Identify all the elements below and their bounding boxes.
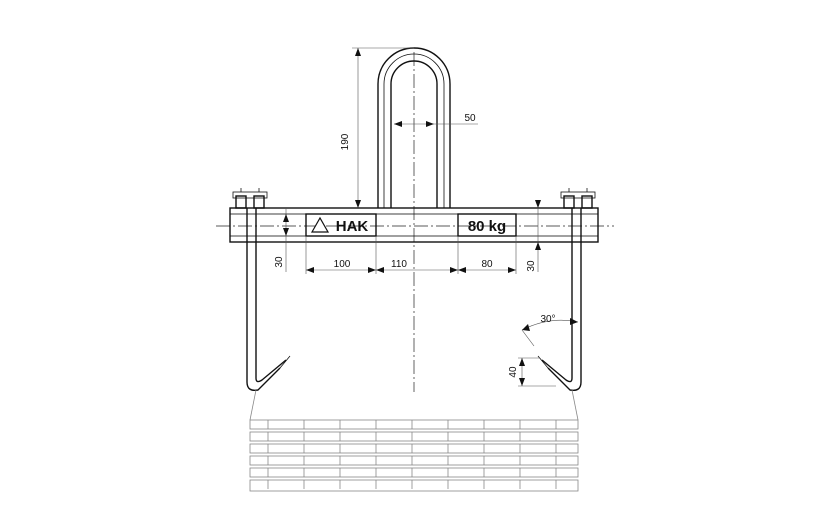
dim-left-offset-label: 100 bbox=[334, 259, 351, 270]
dim-beam-height-left-label: 30 bbox=[274, 256, 285, 268]
right-bolt-group bbox=[560, 188, 596, 209]
dim-beam-height-left: 30 bbox=[274, 208, 289, 272]
hak-logo-icon bbox=[310, 216, 330, 233]
dim-horizontal-chain: 100 110 80 bbox=[305, 236, 517, 274]
capacity-nameplate: 80 kg bbox=[457, 213, 517, 237]
dim-hook-length: 40 bbox=[508, 357, 556, 387]
grating-bars bbox=[267, 420, 557, 489]
dim-hook-angle: 30° bbox=[521, 314, 579, 347]
hak-nameplate: HAK bbox=[305, 213, 377, 237]
dim-bail-width: 50 bbox=[394, 113, 478, 127]
dim-bail-height: 190 bbox=[340, 47, 414, 208]
capacity-plate-label: 80 kg bbox=[468, 218, 506, 235]
left-bolt-group bbox=[232, 188, 268, 209]
right-leg bbox=[537, 208, 582, 392]
hak-plate-label: HAK bbox=[336, 218, 369, 235]
dim-beam-height-right: 30 bbox=[526, 200, 541, 272]
dim-hook-angle-label: 30° bbox=[540, 314, 555, 325]
dim-bail-width-label: 50 bbox=[464, 113, 476, 124]
dim-bail-height-label: 190 bbox=[340, 133, 351, 150]
dim-right-offset-label: 80 bbox=[481, 259, 493, 270]
dim-center-span-label: 110 bbox=[391, 259, 407, 270]
dim-hook-length-label: 40 bbox=[508, 366, 519, 378]
dim-beam-height-right-label: 30 bbox=[526, 260, 537, 272]
left-leg bbox=[246, 208, 291, 392]
grating-stack bbox=[249, 389, 579, 492]
beam bbox=[229, 207, 599, 243]
